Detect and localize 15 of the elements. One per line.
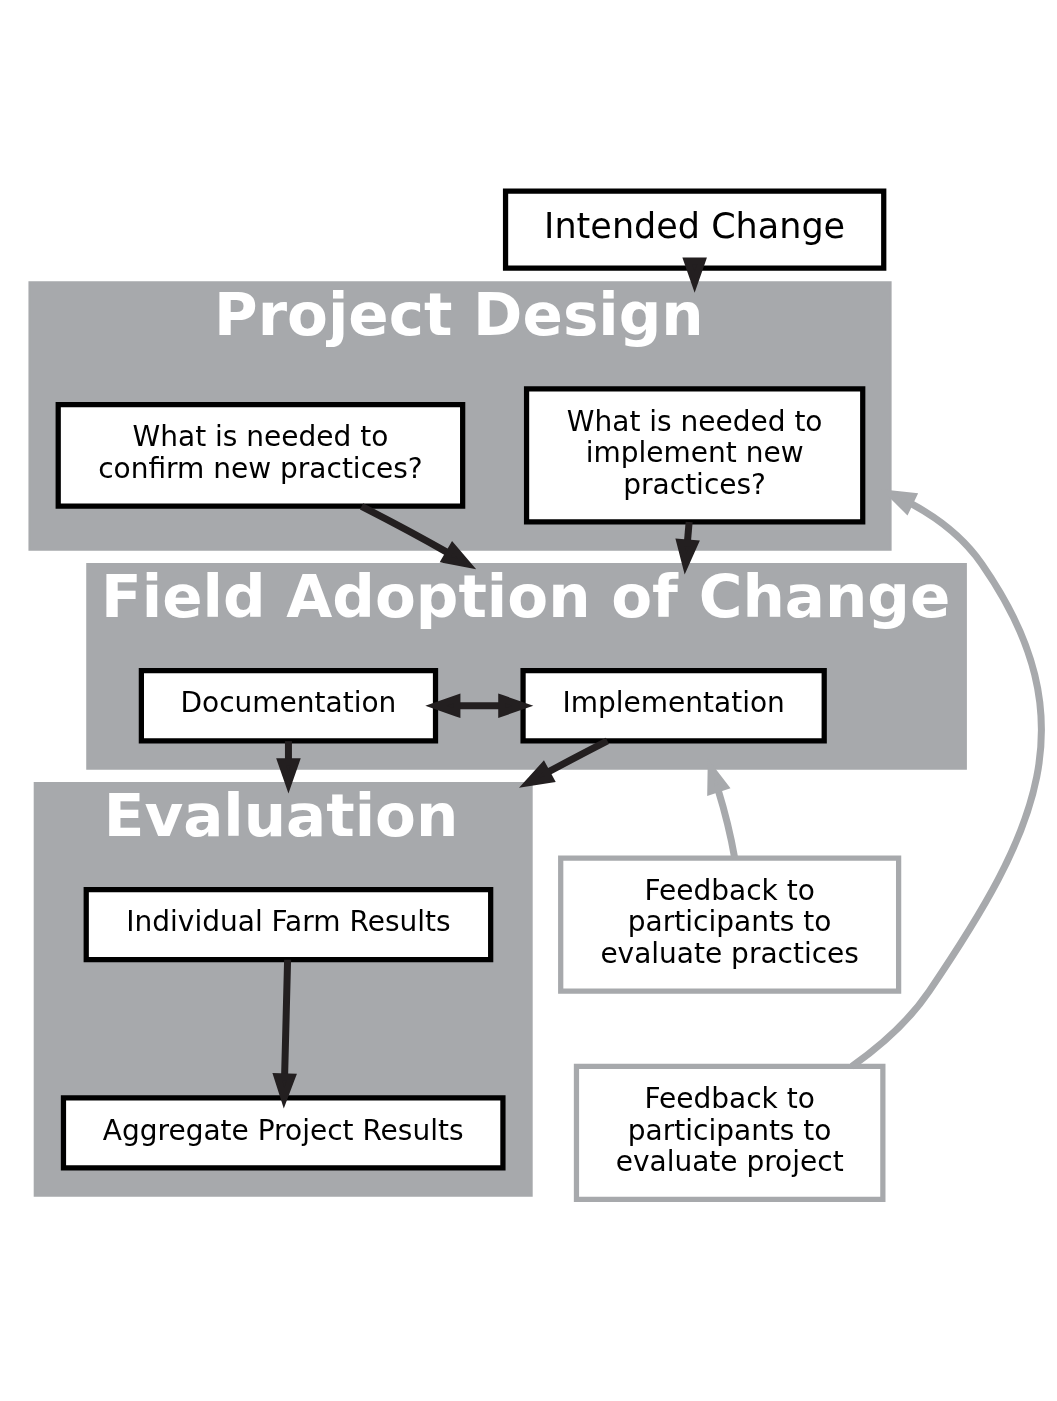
arrow: [359, 503, 477, 570]
arrow: [425, 693, 534, 719]
arrow: [675, 521, 700, 575]
arrow: [276, 741, 301, 794]
arrow: [272, 959, 297, 1109]
arrow: [682, 257, 707, 293]
node-box: Implementation: [520, 668, 827, 744]
arrow: [519, 737, 610, 788]
node-box: Individual Farm Results: [83, 886, 494, 963]
node-box: What is needed to implement new practices?: [523, 386, 866, 525]
node-box: Aggregate Project Results: [60, 1095, 506, 1171]
node-box: Documentation: [138, 668, 439, 744]
node-box: Feedback to participants to evaluate project: [573, 1063, 886, 1203]
node-box: What is needed to confirm new practices?: [55, 402, 466, 509]
node-box: Feedback to participants to evaluate practices: [558, 855, 902, 994]
